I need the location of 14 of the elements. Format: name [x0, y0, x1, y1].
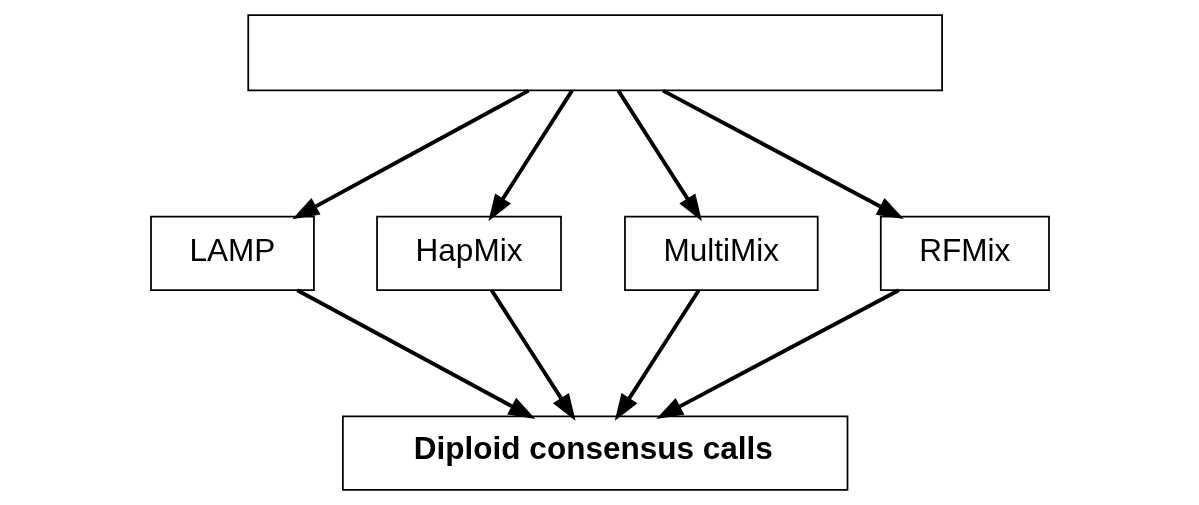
- arrow: [614, 289, 700, 421]
- arrow: [655, 288, 900, 419]
- arrow: [295, 288, 535, 420]
- node-box: LAMP: [149, 215, 315, 292]
- arrow: [487, 89, 574, 222]
- arrow: [489, 289, 576, 421]
- node-box: MultiMix: [623, 215, 819, 292]
- arrow: [616, 89, 702, 222]
- node-box: RFMix: [879, 215, 1050, 292]
- arrow: [291, 88, 530, 220]
- arrow: [661, 88, 904, 220]
- node-box: Diploid consensus calls: [341, 415, 848, 491]
- node-box: [246, 14, 943, 92]
- node-box: HapMix: [375, 215, 562, 292]
